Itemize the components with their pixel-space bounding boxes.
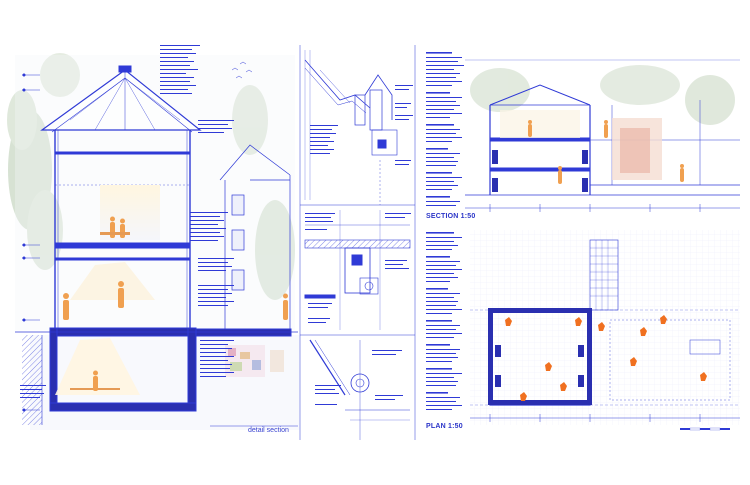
upper-room-glow [100,185,160,240]
detail-3-leaders [315,350,403,405]
detail-section-panel [7,45,300,430]
level-markers [22,73,40,412]
detail-floor-junction [304,210,411,330]
annotation-block-low [20,340,234,398]
people-figures-basement [93,370,98,391]
plan-people-figures [505,315,707,401]
detail-2-leaders [305,213,411,323]
detail-1-leaders [310,85,413,165]
annotation-block-mid [190,120,234,306]
section-people-figures [528,120,684,184]
plan-title: PLAN 1:50 [426,423,463,430]
people-figures-upper [100,216,130,238]
basement [22,327,300,430]
section-dimension-line [465,204,740,212]
plan-walls [488,308,592,405]
foliage-left [7,53,295,300]
spec-text-column [426,52,464,410]
section-title: SECTION 1:50 [426,213,476,220]
annotation-block-top [160,45,200,94]
construction-details-panel [299,45,416,440]
birds [231,61,253,79]
plan-1-50-drawing [470,230,740,431]
roof [40,65,202,133]
section-1-50-drawing [465,59,740,212]
detail-section-title: detail section [248,427,289,434]
middle-room-glow [70,262,155,300]
people-figures-middle [63,281,288,320]
basement-wall-art [225,345,284,377]
building-walls [54,130,191,335]
plan-dimension-line [470,414,740,422]
detail-roof-eave [304,50,398,205]
scale-bar [680,427,730,431]
